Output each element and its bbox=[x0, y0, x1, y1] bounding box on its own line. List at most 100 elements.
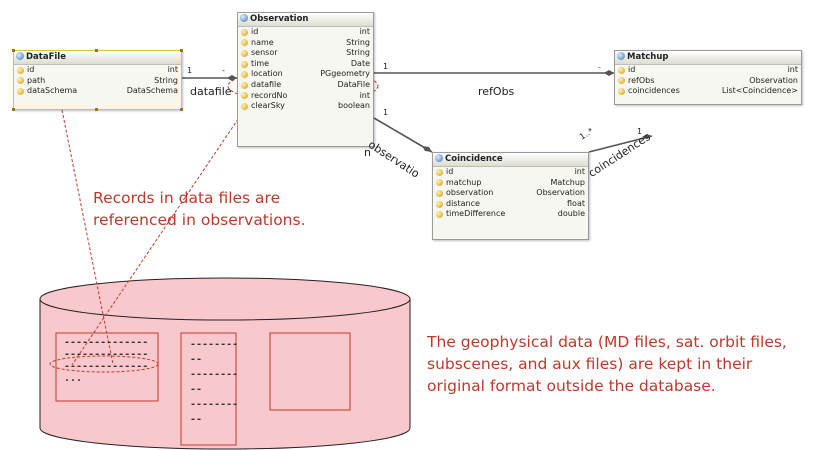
field-type: Date bbox=[350, 58, 370, 68]
field-icon bbox=[241, 39, 248, 47]
class-observation-title: Observation bbox=[250, 14, 309, 24]
multiplicity-datafile-dash: - bbox=[222, 66, 225, 75]
field-name: coincidences bbox=[628, 86, 680, 96]
selection-handle[interactable] bbox=[180, 108, 183, 111]
field-name: sensor bbox=[251, 48, 278, 58]
records-annotation: Records in data files are referenced in … bbox=[93, 187, 306, 231]
class-field-row[interactable]: id int bbox=[615, 65, 801, 76]
class-field-row[interactable]: observation Observation bbox=[433, 188, 588, 199]
field-type: Observation bbox=[749, 75, 798, 85]
field-icon bbox=[17, 66, 24, 74]
field-icon bbox=[17, 87, 24, 95]
field-name: id bbox=[251, 27, 259, 36]
field-name: observation bbox=[446, 188, 494, 198]
record-line: -------- bbox=[190, 369, 239, 380]
field-icon bbox=[618, 87, 625, 95]
record-line: -------------- bbox=[64, 337, 149, 348]
field-icon bbox=[17, 77, 24, 85]
field-icon bbox=[241, 71, 248, 79]
field-type: boolean bbox=[338, 101, 370, 111]
field-name: matchup bbox=[446, 177, 482, 187]
class-datafile-header: DataFile bbox=[14, 51, 181, 65]
data-file-box-3 bbox=[269, 332, 351, 411]
field-name: location bbox=[251, 69, 283, 79]
database-cylinder-top bbox=[39, 277, 411, 321]
path-reference-line bbox=[61, 109, 114, 365]
association-coincidences-line bbox=[588, 135, 653, 153]
field-icon bbox=[241, 102, 248, 110]
field-name: id bbox=[628, 65, 636, 74]
field-type: int bbox=[359, 27, 370, 36]
record-line: -- bbox=[190, 384, 203, 395]
field-type: int bbox=[787, 65, 798, 74]
association-refobs-diamond bbox=[604, 70, 614, 76]
field-icon bbox=[436, 168, 443, 176]
records-annotation-line2: referenced in observations. bbox=[93, 211, 306, 229]
record-line: -- bbox=[190, 354, 203, 365]
class-field-row[interactable]: matchup Matchup bbox=[433, 178, 588, 189]
field-type: float bbox=[567, 198, 585, 208]
field-icon bbox=[618, 77, 625, 85]
selection-handle[interactable] bbox=[95, 49, 98, 52]
field-type: int bbox=[167, 65, 178, 74]
class-field-row[interactable]: distance float bbox=[433, 199, 588, 210]
geophysical-annotation-line1: The geophysical data (MD files, sat. orb… bbox=[427, 333, 787, 351]
field-name: distance bbox=[446, 198, 480, 208]
field-type: Observation bbox=[536, 188, 585, 198]
association-datafile-diamond bbox=[227, 75, 237, 81]
selection-handle[interactable] bbox=[12, 49, 15, 52]
field-name: time bbox=[251, 58, 270, 68]
class-icon bbox=[617, 52, 625, 60]
field-type: PGgeometry bbox=[320, 69, 370, 79]
multiplicity-refobs-dash: - bbox=[598, 63, 601, 72]
selection-handle[interactable] bbox=[180, 49, 183, 52]
class-field-row[interactable]: id int bbox=[238, 27, 373, 38]
field-icon bbox=[436, 179, 443, 187]
field-type: String bbox=[346, 48, 370, 58]
selection-handle[interactable] bbox=[95, 108, 98, 111]
class-field-row[interactable]: refObs Observation bbox=[615, 76, 801, 87]
record-line: ... bbox=[64, 373, 83, 384]
field-name: path bbox=[27, 75, 46, 85]
class-field-row[interactable]: location PGgeometry bbox=[238, 69, 373, 80]
geophysical-annotation-line3: original format outside the database. bbox=[427, 377, 716, 395]
selection-handle[interactable] bbox=[12, 108, 15, 111]
class-field-row[interactable]: time Date bbox=[238, 59, 373, 70]
field-icon bbox=[436, 200, 443, 208]
class-icon bbox=[240, 14, 248, 22]
association-observation-diamond bbox=[422, 146, 432, 152]
geophysical-annotation-line2: subscenes, and aux files) are kept in th… bbox=[427, 355, 753, 373]
class-field-row[interactable]: sensor String bbox=[238, 48, 373, 59]
multiplicity-refobs-one: 1 bbox=[383, 62, 389, 71]
file-1-records: ----------------------------------------… bbox=[64, 337, 148, 385]
field-type: Matchup bbox=[550, 177, 585, 187]
field-type: DataSchema bbox=[126, 86, 178, 96]
class-datafile-title: DataFile bbox=[26, 52, 66, 62]
class-coincidence-title: Coincidence bbox=[445, 154, 503, 164]
record-line: -------- bbox=[190, 399, 239, 410]
database-cylinder-body bbox=[39, 298, 411, 450]
label-refobs: refObs bbox=[478, 85, 515, 98]
field-name: refObs bbox=[628, 75, 655, 85]
field-type: DataFile bbox=[337, 79, 371, 89]
label-observation-tail: n bbox=[364, 146, 371, 159]
class-matchup-title: Matchup bbox=[627, 52, 669, 62]
record-line: -- bbox=[190, 414, 203, 425]
